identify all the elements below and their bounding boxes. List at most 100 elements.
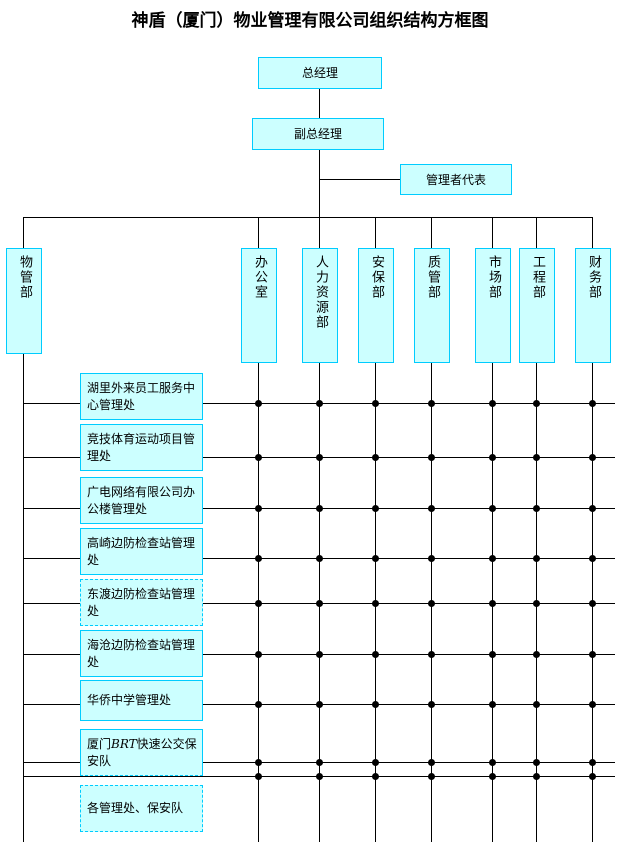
- department-quality-management-dept[interactable]: 质管部: [414, 248, 450, 363]
- node-management-representative[interactable]: 管理者代表: [400, 164, 512, 195]
- junction-dot: [533, 400, 540, 407]
- junction-dot: [533, 759, 540, 766]
- junction-dot: [589, 505, 596, 512]
- junction-dot: [255, 505, 262, 512]
- junction-dot: [489, 701, 496, 708]
- junction-dot: [489, 773, 496, 780]
- managed-unit-radio-tv-network-office-building[interactable]: 广电网络有限公司办公楼管理处: [80, 477, 203, 524]
- junction-dot: [533, 773, 540, 780]
- connector-drop-office: [258, 217, 259, 248]
- junction-dot: [428, 505, 435, 512]
- department-security-dept[interactable]: 安保部: [358, 248, 394, 363]
- connector-drop-security-dept: [375, 217, 376, 248]
- department-human-resources-dept[interactable]: 人力资源部: [302, 248, 338, 363]
- junction-dot: [255, 651, 262, 658]
- junction-dot: [489, 651, 496, 658]
- managed-unit-label-prefix: 厦门: [87, 736, 112, 751]
- department-property-management-dept-label: 物管部: [17, 255, 32, 300]
- junction-dot: [255, 701, 262, 708]
- junction-dot: [589, 454, 596, 461]
- junction-dot: [428, 759, 435, 766]
- junction-dot: [428, 400, 435, 407]
- junction-dot: [316, 651, 323, 658]
- junction-dot: [489, 505, 496, 512]
- managed-unit-huli-migrant-worker-service-center[interactable]: 湖里外来员工服务中心管理处: [80, 373, 203, 420]
- connector-drop-human-resources-dept: [319, 217, 320, 248]
- managed-unit-competitive-sports-project[interactable]: 竞技体育运动项目管理处: [80, 424, 203, 471]
- managed-unit-gaoqi-border-inspection-station[interactable]: 高崎边防检查站管理处: [80, 528, 203, 575]
- junction-dot: [533, 701, 540, 708]
- junction-dot: [372, 555, 379, 562]
- managed-unit-label: 华侨中学管理处: [87, 693, 172, 707]
- junction-dot: [255, 773, 262, 780]
- managed-unit-xiamen-brt-security-team[interactable]: 厦门BRT快速公交保安队: [80, 729, 203, 776]
- node-general-manager[interactable]: 总经理: [258, 57, 382, 89]
- department-office[interactable]: 办公室: [241, 248, 277, 363]
- junction-dot: [255, 555, 262, 562]
- managed-unit-all-management-offices-security-teams[interactable]: 各管理处、保安队: [80, 785, 203, 832]
- junction-dot: [372, 759, 379, 766]
- department-finance-dept-label: 财务部: [586, 255, 601, 300]
- managed-unit-label-composed: 厦门BRT快速公交保安队: [87, 736, 197, 770]
- junction-dot: [589, 651, 596, 658]
- junction-dot: [372, 454, 379, 461]
- junction-dot: [255, 454, 262, 461]
- department-marketing-dept-label: 市场部: [486, 255, 501, 300]
- connector-drop-quality-management-dept: [431, 217, 432, 248]
- junction-dot: [372, 505, 379, 512]
- managed-unit-dongdu-border-inspection-station[interactable]: 东渡边防检查站管理处: [80, 579, 203, 626]
- connector-drop-property-management-dept: [23, 217, 24, 248]
- department-human-resources-dept-label: 人力资源部: [313, 255, 328, 330]
- junction-dot: [428, 651, 435, 658]
- junction-dot: [316, 454, 323, 461]
- junction-dot: [316, 773, 323, 780]
- managed-unit-huaqiao-middle-school[interactable]: 华侨中学管理处: [80, 680, 203, 721]
- junction-dot: [372, 400, 379, 407]
- connector-deputy-to-management-rep: [319, 179, 401, 180]
- junction-dot: [533, 600, 540, 607]
- junction-dot: [489, 600, 496, 607]
- managed-unit-label: 各管理处、保安队: [87, 801, 184, 815]
- junction-dot: [428, 454, 435, 461]
- junction-dot: [533, 651, 540, 658]
- junction-dot: [533, 505, 540, 512]
- managed-unit-label-emphasis: BRT: [111, 736, 137, 751]
- junction-dot: [316, 600, 323, 607]
- page-title: 神盾（厦门）物业管理有限公司组织结构方框图: [131, 11, 489, 31]
- junction-dot: [316, 400, 323, 407]
- junction-dot: [372, 600, 379, 607]
- department-marketing-dept[interactable]: 市场部: [475, 248, 511, 363]
- junction-dot: [589, 759, 596, 766]
- junction-dot: [589, 555, 596, 562]
- node-management-representative-label: 管理者代表: [425, 172, 486, 187]
- department-property-management-dept[interactable]: 物管部: [6, 248, 42, 354]
- junction-dot: [489, 400, 496, 407]
- junction-dot: [589, 773, 596, 780]
- department-security-dept-label: 安保部: [369, 255, 384, 300]
- junction-dot: [589, 600, 596, 607]
- junction-dot: [372, 651, 379, 658]
- junction-dot: [428, 600, 435, 607]
- grid-line-property-management-dept: [23, 354, 24, 842]
- department-finance-dept[interactable]: 财务部: [575, 248, 611, 363]
- junction-dot: [316, 701, 323, 708]
- junction-dot: [428, 701, 435, 708]
- junction-dot: [589, 701, 596, 708]
- junction-dot: [428, 555, 435, 562]
- junction-dot: [255, 759, 262, 766]
- managed-unit-label: 广电网络有限公司办公楼管理处: [87, 484, 196, 516]
- junction-dot: [316, 505, 323, 512]
- department-office-label: 办公室: [252, 255, 267, 300]
- junction-dot: [428, 773, 435, 780]
- connector-department-bus: [23, 217, 592, 218]
- junction-dot: [372, 773, 379, 780]
- node-deputy-general-manager[interactable]: 副总经理: [252, 118, 384, 150]
- junction-dot: [255, 400, 262, 407]
- junction-dot: [533, 454, 540, 461]
- connector-drop-engineering-dept: [536, 217, 537, 248]
- junction-dot: [316, 759, 323, 766]
- junction-dot: [489, 759, 496, 766]
- department-engineering-dept[interactable]: 工程部: [519, 248, 555, 363]
- managed-unit-haicang-border-inspection-station[interactable]: 海沧边防检查站管理处: [80, 630, 203, 677]
